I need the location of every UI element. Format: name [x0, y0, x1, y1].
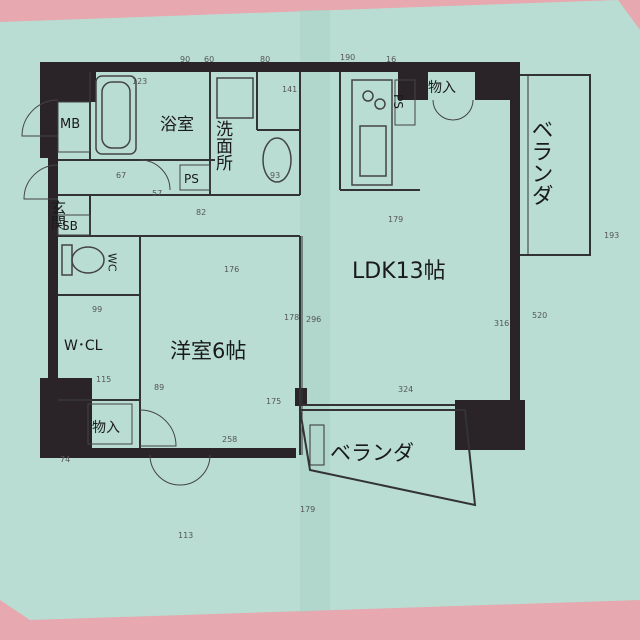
dim-note: 90	[180, 55, 190, 64]
label-washroom: 洗面所	[212, 120, 233, 171]
dim-note: 316	[494, 319, 509, 328]
label-veranda-right: ベランダ	[528, 118, 553, 206]
dim-note: 324	[398, 385, 413, 394]
dim-note: 179	[300, 505, 315, 514]
dim-note: 179	[388, 215, 403, 224]
room-dividers	[57, 79, 416, 445]
dim-note: 99	[92, 305, 102, 314]
veranda-right	[520, 74, 591, 256]
dim-note: 178	[284, 313, 299, 322]
dim-note: 176	[224, 265, 239, 274]
dim-note: 113	[178, 531, 193, 540]
toilet-fixture	[61, 244, 105, 276]
dim-note: 141	[282, 85, 297, 94]
dim-note: 296	[306, 315, 321, 324]
label-bath: 浴室	[160, 115, 194, 135]
paper-fold-shadow	[300, 10, 330, 612]
label-ps-kitchen: PS	[391, 94, 405, 109]
label-veranda-bottom: ベランダ	[330, 441, 414, 465]
label-toilet: WC	[106, 253, 119, 272]
label-storage-top: 物入	[428, 80, 456, 96]
walls	[40, 62, 525, 458]
label-entrance: 玄関	[49, 200, 67, 231]
dim-note: 175	[266, 397, 281, 406]
room-labels: MB 玄関 SB 浴室 洗面所 PS PS 物入 物入 WC W･CL 洋室6帖…	[49, 80, 553, 465]
dim-note: 190	[340, 53, 355, 62]
dim-note: 74	[60, 455, 70, 464]
dim-note: 80	[260, 55, 270, 64]
dim-note: 123	[132, 77, 147, 86]
label-storage-bottom: 物入	[92, 420, 120, 436]
label-sb: SB	[62, 219, 78, 233]
dim-note: 60	[204, 55, 214, 64]
label-ldk: LDK13帖	[352, 259, 446, 284]
dim-note: 57	[152, 189, 162, 198]
label-mb: MB	[60, 117, 80, 132]
veranda-bottom	[298, 409, 477, 507]
bathtub	[95, 75, 137, 155]
doors	[21, 99, 474, 486]
label-wcl: W･CL	[64, 338, 103, 354]
dimension-notes: 179 296 316 324 520 258 175 113 89 115 1…	[60, 53, 619, 540]
dim-note: 258	[222, 435, 237, 444]
washbasin	[216, 77, 292, 183]
dim-note: 16	[386, 55, 396, 64]
label-ps-left: PS	[184, 172, 199, 186]
dim-note: 67	[116, 171, 126, 180]
dim-note: 115	[96, 375, 111, 384]
dim-note: 520	[532, 311, 547, 320]
dim-note: 89	[154, 383, 164, 392]
dim-note: 193	[604, 231, 619, 240]
dim-note: 93	[270, 171, 280, 180]
label-western-room: 洋室6帖	[170, 339, 246, 363]
kitchen-counter	[351, 79, 393, 186]
dim-note: 82	[196, 208, 206, 217]
